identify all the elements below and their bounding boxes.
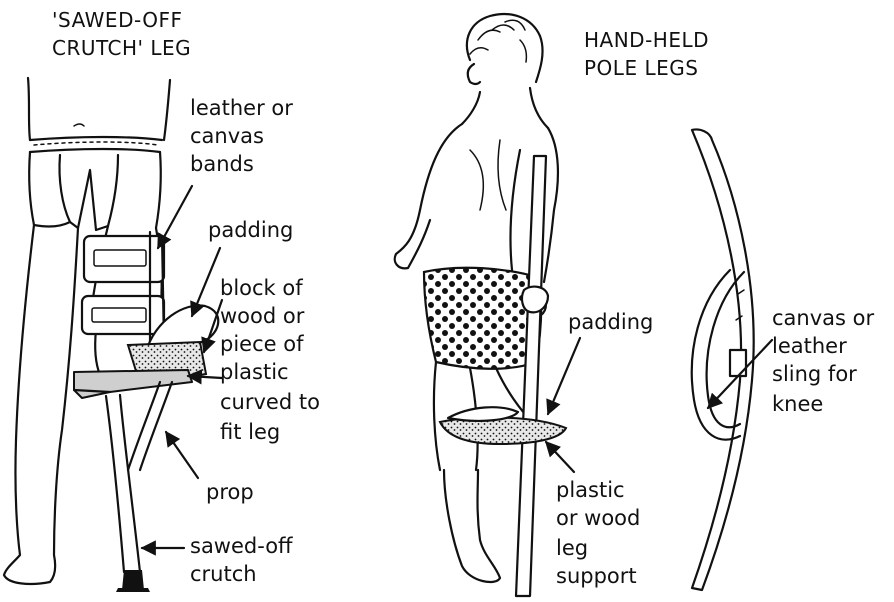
label-padding-left: padding — [208, 218, 293, 242]
label-support-line-4: support — [556, 564, 637, 588]
label-block-line-4: plastic — [220, 360, 289, 384]
label-sling-line-2: leather — [772, 334, 847, 358]
label-prop: prop — [206, 480, 254, 504]
right-title-line-1: HAND-HELD — [584, 28, 709, 52]
label-support-line-3: leg — [556, 536, 588, 560]
label-crutch-line-2: crutch — [190, 562, 257, 586]
arrow-bands — [158, 186, 192, 248]
label-block-line-6: fit leg — [220, 420, 280, 444]
middle-figure — [395, 14, 566, 596]
right-figure — [692, 129, 754, 590]
label-bands-line-3: bands — [190, 152, 254, 176]
label-block-line-1: block of — [220, 276, 303, 300]
arrow-support — [546, 442, 574, 472]
arrow-prop — [166, 432, 198, 478]
label-block-line-5: curved to — [220, 390, 320, 414]
label-support-line-2: or wood — [556, 506, 640, 530]
label-sling-line-4: knee — [772, 392, 823, 416]
arrow-padding-right — [548, 338, 580, 414]
arrow-block-platform — [188, 376, 222, 378]
right-title-line-2: POLE LEGS — [584, 56, 698, 80]
label-block-line-2: wood or — [220, 304, 304, 328]
label-sling-line-1: canvas or — [772, 306, 874, 330]
label-crutch-line-1: sawed-off — [190, 534, 293, 558]
left-figure — [4, 78, 218, 592]
label-sling-line-3: sling for — [772, 362, 857, 386]
label-bands-line-2: canvas — [190, 124, 264, 148]
left-title-line-1: 'SAWED-OFF — [52, 8, 183, 32]
label-bands-line-1: leather or — [190, 96, 293, 120]
label-padding-right: padding — [568, 310, 653, 334]
label-support-line-1: plastic — [556, 478, 625, 502]
left-title-line-2: CRUTCH' LEG — [52, 36, 191, 60]
label-block-line-3: piece of — [220, 332, 303, 356]
